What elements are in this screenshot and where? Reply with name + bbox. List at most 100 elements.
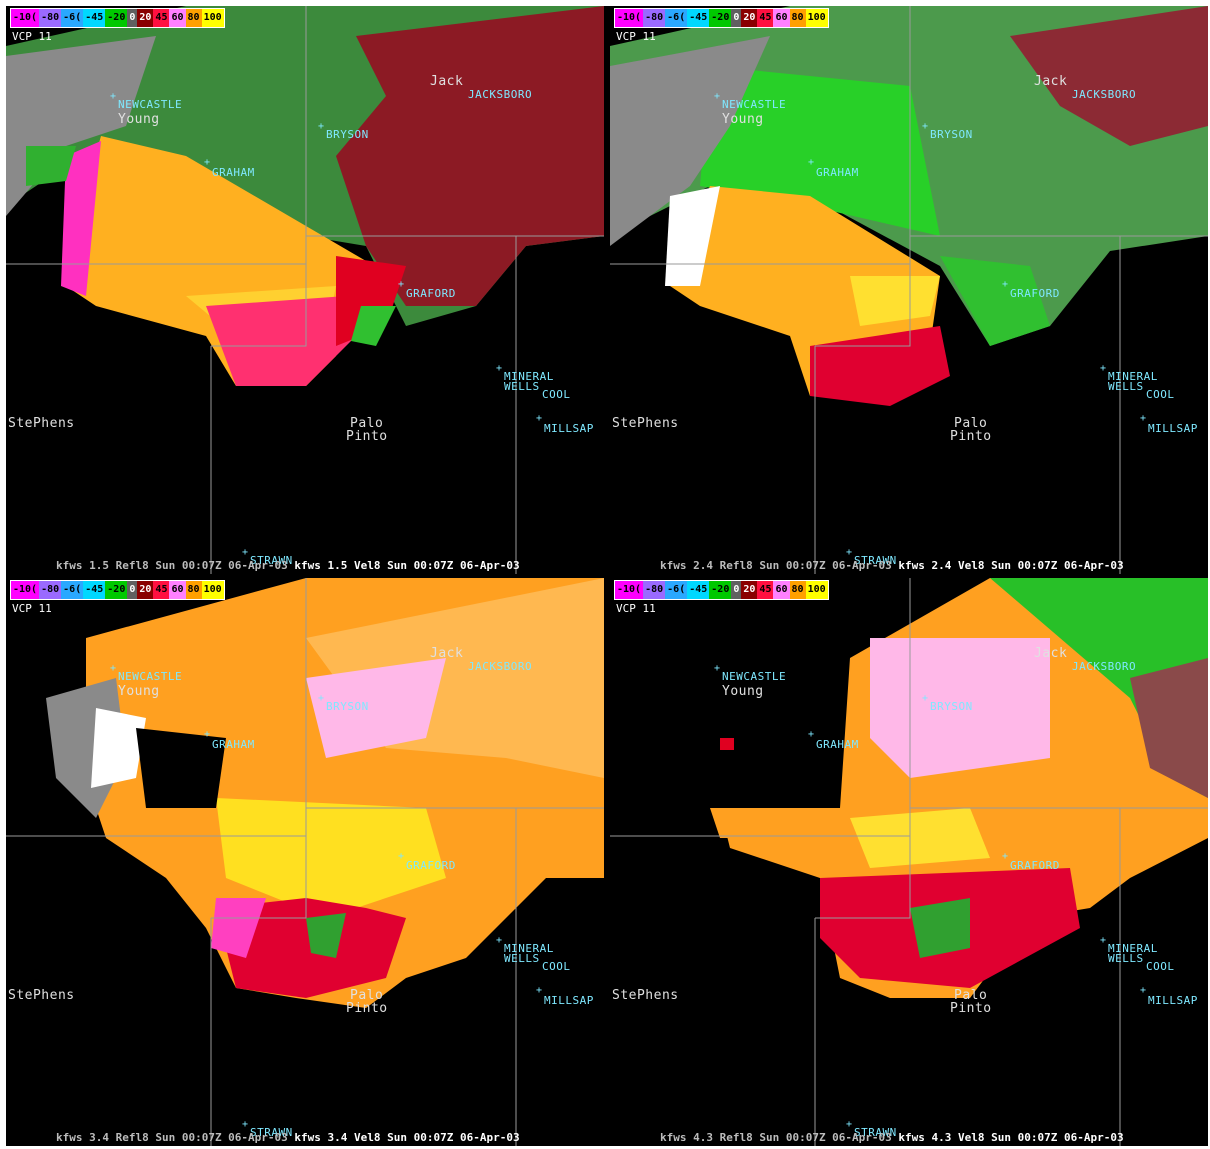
city-label-cool: COOL [1146, 960, 1175, 973]
city-label-newcastle: NEWCASTLE [722, 98, 787, 111]
footer-left-product: kfws 4.3 Refl8 Sun 00:07Z 06-Apr-03 [660, 1131, 892, 1144]
color-scale-swatch: -20 [709, 581, 732, 599]
radar-image [610, 578, 1208, 1146]
color-scale-swatch: 0 [731, 9, 742, 27]
color-scale-swatch: -6( [61, 581, 84, 599]
city-label-mineral-wells: MINERAL WELLS [504, 942, 554, 965]
color-scale-swatch: 0 [127, 581, 138, 599]
vcp-label: VCP 11 [616, 30, 656, 43]
city-label-graford: GRAFORD [1010, 859, 1060, 872]
color-scale-swatch: 0 [731, 581, 742, 599]
radar-echo [336, 6, 604, 306]
city-marker: + [1140, 985, 1147, 996]
county-label-jack: Jack [1034, 646, 1068, 661]
county-label-stephens: StePhens [8, 416, 75, 431]
color-scale-swatch: -80 [643, 581, 666, 599]
county-boundary [815, 808, 911, 919]
county-label-young: Young [722, 112, 764, 127]
city-label-jacksboro: JACKSBORO [1072, 660, 1137, 673]
color-scale-swatch: -20 [105, 9, 128, 27]
color-scale-swatch: -45 [687, 9, 710, 27]
city-label-graham: GRAHAM [816, 738, 859, 751]
color-scale-swatch: 20 [137, 581, 154, 599]
city-label-graham: GRAHAM [816, 166, 859, 179]
radar-echo [336, 256, 406, 346]
color-scale-swatch: -20 [105, 581, 128, 599]
county-boundary [815, 236, 911, 347]
color-scale-swatch: 80 [185, 581, 202, 599]
radar-echo [720, 738, 734, 750]
city-label-bryson: BRYSON [326, 700, 369, 713]
city-label-graford: GRAFORD [406, 859, 456, 872]
city-marker: + [318, 693, 325, 704]
color-scale-swatch: 100 [201, 581, 224, 599]
county-label-young: Young [118, 684, 160, 699]
scan-info-footer: kfws 2.4 Refl8 Sun 00:07Z 06-Apr-03 kfws… [660, 559, 1124, 572]
city-marker: + [110, 663, 117, 674]
city-marker: + [808, 729, 815, 740]
footer-right-product: kfws 2.4 Vel8 Sun 00:07Z 06-Apr-03 [898, 559, 1124, 572]
city-label-millsap: MILLSAP [544, 422, 594, 435]
radar-echo [910, 898, 970, 958]
city-marker: + [536, 985, 543, 996]
radar-echo [850, 808, 990, 868]
city-label-bryson: BRYSON [930, 128, 973, 141]
city-label-cool: COOL [542, 960, 571, 973]
city-label-strawn: STRAWN [854, 1126, 897, 1139]
city-label-strawn: STRAWN [854, 554, 897, 567]
color-scale-swatch: -80 [39, 581, 62, 599]
city-marker: + [398, 279, 405, 290]
city-marker: + [1140, 413, 1147, 424]
radar-echo [610, 36, 770, 246]
city-label-bryson: BRYSON [930, 700, 973, 713]
city-label-newcastle: NEWCASTLE [118, 670, 183, 683]
county-label-jack: Jack [1034, 74, 1068, 89]
color-scale-swatch: -6( [665, 581, 688, 599]
color-scale-swatch: -6( [665, 9, 688, 27]
color-scale-swatch: 45 [153, 9, 170, 27]
color-scale-swatch: 45 [757, 9, 774, 27]
city-label-strawn: STRAWN [250, 1126, 293, 1139]
county-label-pinto: Pinto [346, 1001, 388, 1016]
color-scale-swatch: 20 [741, 581, 758, 599]
color-scale-swatch: 60 [773, 9, 790, 27]
radar-echo [306, 658, 446, 758]
county-label-palo: Palo [350, 416, 384, 431]
city-label-graford: GRAFORD [406, 287, 456, 300]
county-label-palo: Palo [954, 416, 988, 431]
color-scale-swatch: 100 [201, 9, 224, 27]
color-scale-swatch: -20 [709, 9, 732, 27]
radar-echo [26, 146, 76, 186]
city-marker: + [536, 413, 543, 424]
county-label-jack: Jack [430, 74, 464, 89]
city-label-mineral-wells: MINERAL WELLS [504, 370, 554, 393]
county-boundary [211, 808, 307, 919]
color-scale-swatch: 0 [127, 9, 138, 27]
radar-echo [1010, 6, 1208, 146]
color-scale-swatch: 20 [137, 9, 154, 27]
footer-left-product: kfws 1.5 Refl8 Sun 00:07Z 06-Apr-03 [56, 559, 288, 572]
city-marker: + [846, 547, 853, 558]
city-marker: + [204, 157, 211, 168]
city-marker: + [808, 157, 815, 168]
city-label-graford: GRAFORD [1010, 287, 1060, 300]
vcp-label: VCP 11 [12, 602, 52, 615]
county-boundary [211, 236, 307, 347]
radar-echo [216, 798, 446, 918]
color-scale-swatch: -10( [615, 581, 644, 599]
color-scale-swatch: 100 [805, 9, 828, 27]
radar-echo [351, 306, 396, 346]
radar-echo [206, 296, 366, 386]
footer-left-product: kfws 2.4 Refl8 Sun 00:07Z 06-Apr-03 [660, 559, 892, 572]
city-marker: + [110, 91, 117, 102]
county-label-stephens: StePhens [612, 416, 679, 431]
city-marker: + [714, 91, 721, 102]
city-label-millsap: MILLSAP [1148, 422, 1198, 435]
